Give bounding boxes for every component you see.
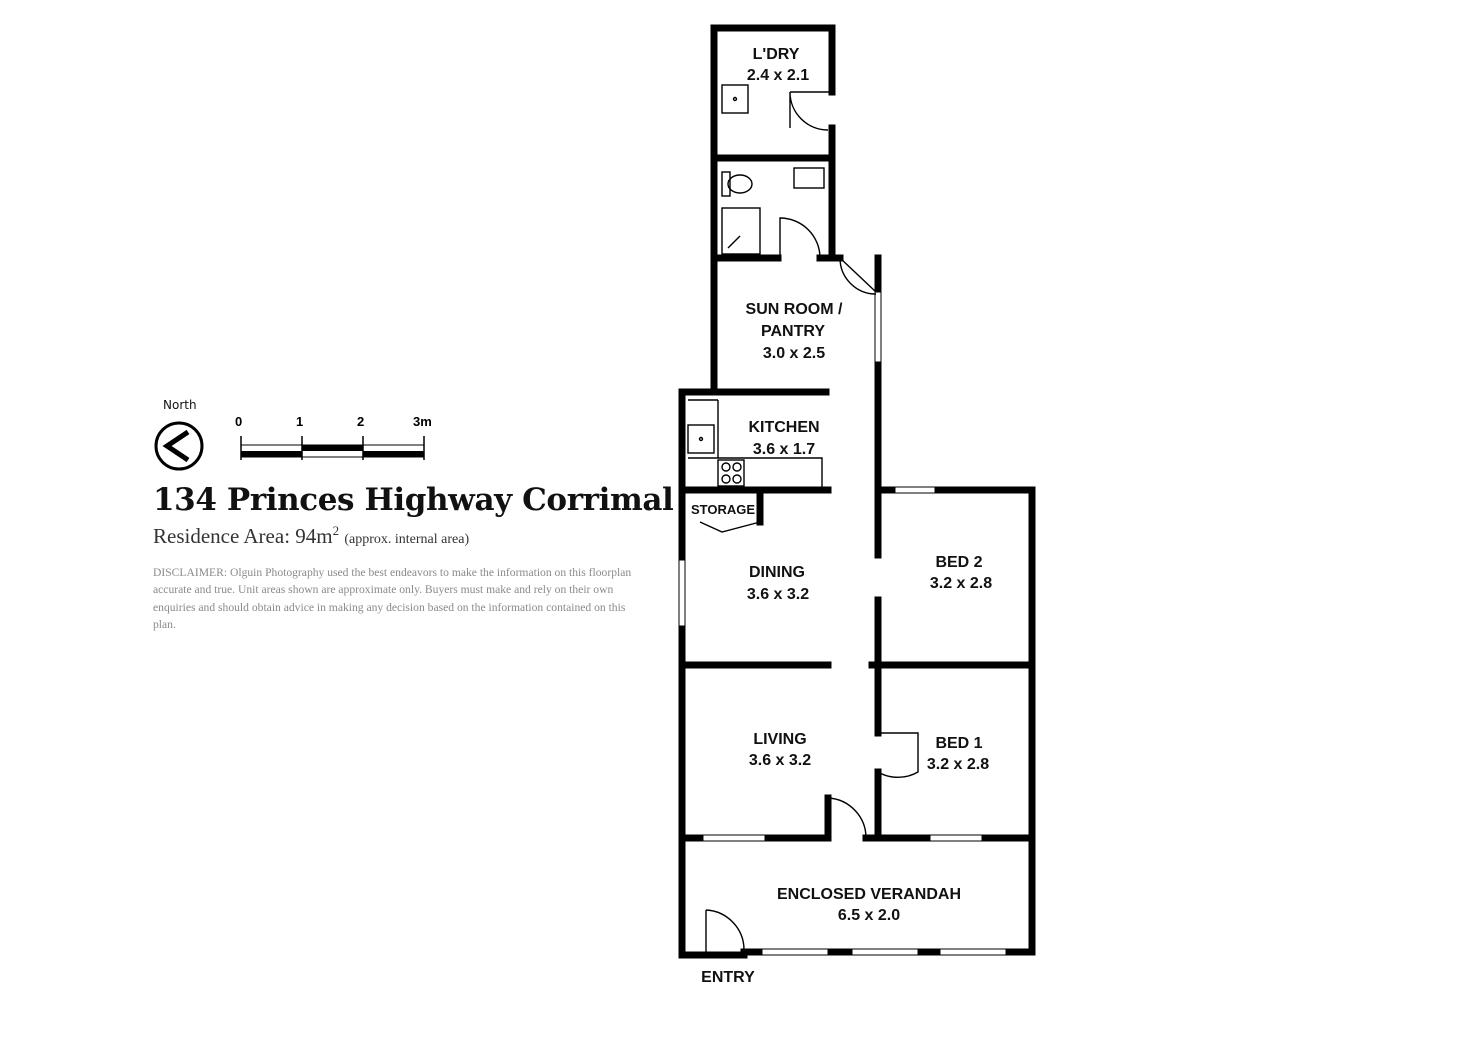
doors [699, 91, 919, 952]
room-labels: L'DRY 2.4 x 2.1 SUN ROOM / PANTRY 3.0 x … [691, 46, 992, 986]
room-size-kitchen: 3.6 x 1.7 [753, 441, 815, 458]
scale-tick-1: 1 [296, 414, 303, 429]
area-note: (approx. internal area) [344, 532, 470, 547]
room-name-dining: DINING [749, 564, 805, 581]
room-name-verandah: ENCLOSED VERANDAH [777, 886, 961, 903]
door-living [827, 797, 867, 839]
room-size-bed2: 3.2 x 2.8 [930, 575, 992, 592]
area-unit-superscript: 2 [332, 523, 340, 538]
entry-label: ENTRY [701, 969, 755, 986]
window-bed2 [894, 486, 936, 494]
room-name-bed2: BED 2 [935, 554, 982, 571]
room-name-sunroom-2: PANTRY [761, 323, 825, 340]
room-name-storage: STORAGE [691, 502, 755, 517]
room-size-bed1: 3.2 x 2.8 [927, 756, 989, 773]
door-laundry [789, 91, 830, 131]
windows [678, 291, 1007, 956]
room-size-laundry: 2.4 x 2.1 [747, 67, 809, 84]
window-living [702, 834, 766, 842]
window-dining [678, 559, 686, 627]
walls [678, 24, 1036, 959]
room-size-sunroom: 3.0 x 2.5 [763, 345, 825, 362]
laundry-tub-icon [721, 84, 749, 114]
shower-icon [721, 207, 761, 255]
window-verandah-3 [939, 948, 1007, 956]
area-value: Residence Area: 94m [153, 524, 333, 548]
scale-tick-2: 2 [357, 414, 364, 429]
door-bathroom [779, 217, 821, 259]
disclaimer-text: DISCLAIMER: Olguin Photography used the … [153, 566, 632, 632]
door-bed1 [877, 732, 919, 779]
scale-bar: 0 1 2 3m [235, 414, 432, 460]
north-label: North [163, 398, 197, 412]
residence-area: Residence Area: 94m2 (approx. internal a… [153, 523, 469, 549]
room-size-verandah: 6.5 x 2.0 [838, 907, 900, 924]
scale-tick-0: 0 [235, 414, 242, 429]
door-entry [705, 909, 745, 952]
kitchen-sink-icon [687, 424, 715, 454]
property-address: 134 Princes Highway Corrimal [153, 482, 674, 518]
room-name-laundry: L'DRY [753, 46, 800, 63]
room-name-bed1: BED 1 [935, 735, 982, 752]
room-size-living: 3.6 x 3.2 [749, 752, 811, 769]
window-sunroom [874, 291, 882, 363]
door-storage [699, 521, 761, 533]
room-name-kitchen: KITCHEN [748, 419, 819, 436]
fixtures [687, 84, 825, 488]
scale-tick-3m: 3m [413, 414, 432, 429]
room-size-dining: 3.6 x 3.2 [747, 586, 809, 603]
door-sunroom [839, 257, 877, 295]
room-name-sunroom-1: SUN ROOM / [746, 301, 843, 318]
window-verandah-2 [851, 948, 919, 956]
bathroom-sink-icon [793, 167, 825, 189]
north-arrow-icon [154, 421, 204, 471]
window-bed1 [929, 834, 983, 842]
cooktop-icon [717, 459, 745, 487]
toilet-icon [721, 171, 731, 197]
window-verandah-1 [761, 948, 829, 956]
room-name-living: LIVING [753, 731, 806, 748]
